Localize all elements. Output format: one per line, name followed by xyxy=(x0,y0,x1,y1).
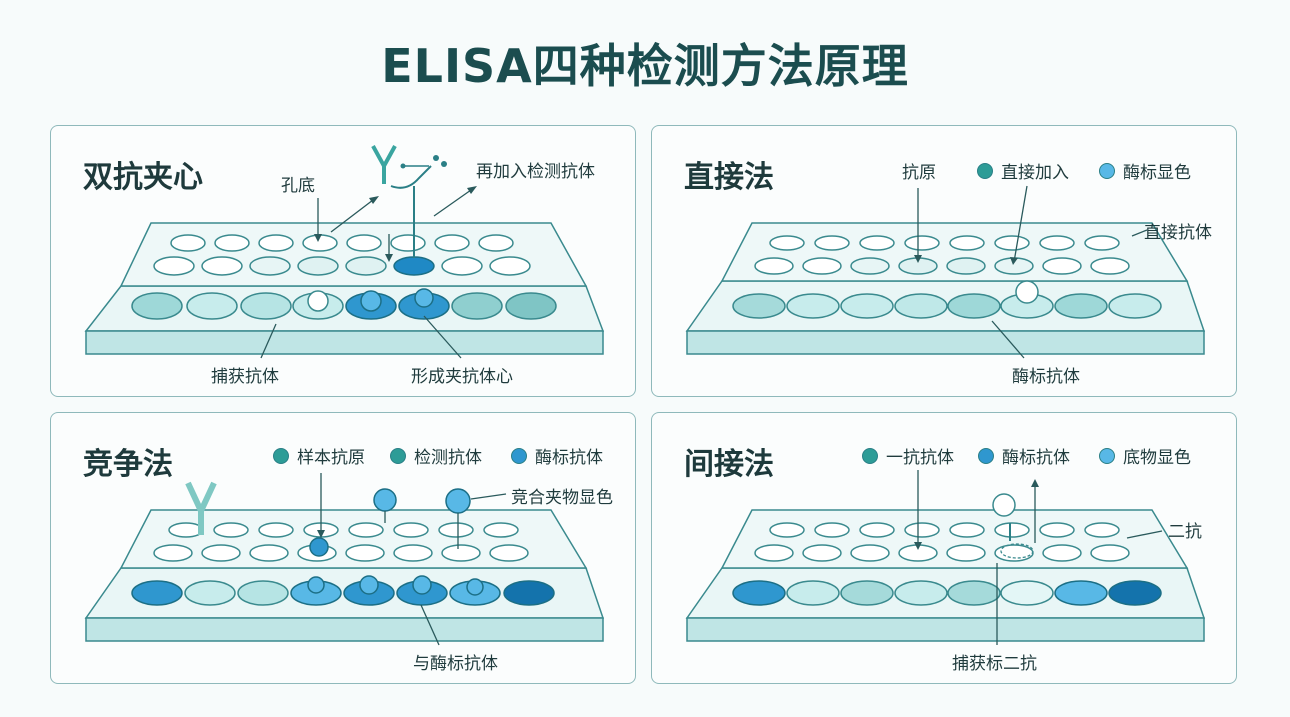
legend-item-enzyme-antibody: 酶标抗体 xyxy=(978,443,1070,468)
well-row-2 xyxy=(153,537,529,562)
sandwich-diagram xyxy=(84,145,605,359)
arrows xyxy=(914,185,1148,359)
well-row-1 xyxy=(170,234,514,252)
indirect-diagram xyxy=(685,470,1206,645)
well-row-front xyxy=(131,288,557,320)
panel-title-direct: 直接法 xyxy=(684,160,774,195)
panel-title-competitive: 竞争法 xyxy=(83,447,173,482)
teal-dot-icon xyxy=(977,163,993,179)
panel-title-indirect: 间接法 xyxy=(684,447,774,482)
label-enzyme: 与酶标抗体 xyxy=(413,654,498,674)
teal-dot-icon xyxy=(273,448,289,464)
legend-item-detection-antibody: 检测抗体 xyxy=(390,443,482,468)
legend-item-direct-add: 直接加入 xyxy=(977,158,1069,183)
panel-title-sandwich: 双抗夹心 xyxy=(83,160,203,195)
label-secondary: 二抗 xyxy=(1168,522,1202,542)
competitive-diagram xyxy=(84,473,605,646)
blue-dot-icon xyxy=(511,448,527,464)
label-add-detection: 再加入检测抗体 xyxy=(476,162,595,182)
well-row-1 xyxy=(769,235,1120,251)
antibody-y-icon xyxy=(185,481,217,535)
label-forms: 形成夹抗体心 xyxy=(411,367,513,387)
label-capture: 捕获抗体 xyxy=(211,367,279,387)
legend-label: 酶标抗体 xyxy=(535,448,603,468)
legend-item-enzyme-antibody: 酶标抗体 xyxy=(511,443,603,468)
panel-indirect: 间接法 xyxy=(651,412,1237,684)
light-blue-dot-icon xyxy=(1099,163,1115,179)
panel-competitive: 竞争法 xyxy=(50,412,636,684)
label-complex: 竞合夹物显色 xyxy=(511,488,613,508)
legend-label: 酶标显色 xyxy=(1123,163,1191,183)
teal-dot-icon xyxy=(862,448,878,464)
plate xyxy=(685,222,1206,355)
plate xyxy=(84,509,605,642)
arrows xyxy=(317,473,440,646)
plate xyxy=(84,222,605,355)
legend-label: 检测抗体 xyxy=(414,448,482,468)
well-row-2 xyxy=(153,256,531,276)
arrows xyxy=(260,186,477,359)
floating-spheres xyxy=(373,488,507,549)
legend-item-sample-antigen: 样本抗原 xyxy=(273,443,365,468)
legend-label: 样本抗原 xyxy=(297,448,365,468)
blue-dot-icon xyxy=(978,448,994,464)
light-blue-dot-icon xyxy=(1099,448,1115,464)
label-direct-antibody: 直接抗体 xyxy=(1144,223,1212,243)
panel-direct: 直接法 xyxy=(651,125,1237,397)
legend-label: 酶标抗体 xyxy=(1002,448,1070,468)
legend-label: 一抗抗体 xyxy=(886,448,954,468)
well-row-front xyxy=(732,280,1162,319)
panel-sandwich: 双抗夹心 xyxy=(50,125,636,397)
floating-spheres xyxy=(992,493,1034,559)
well-row-1 xyxy=(769,522,1120,538)
teal-dot-icon xyxy=(390,448,406,464)
well-row-front xyxy=(131,575,555,606)
page-title: ELISA四种检测方法原理 xyxy=(381,39,909,93)
legend-item-substrate: 底物显色 xyxy=(1099,443,1191,468)
label-capture-secondary: 捕获标二抗 xyxy=(952,654,1037,674)
well-row-1 xyxy=(168,522,519,538)
legend-label: 底物显色 xyxy=(1123,448,1191,468)
legend-item-primary: 一抗抗体 xyxy=(862,443,954,468)
legend-label: 直接加入 xyxy=(1001,163,1069,183)
well-row-2 xyxy=(754,257,1130,275)
well-row-front xyxy=(732,580,1162,606)
arrows xyxy=(914,470,1163,645)
plate xyxy=(685,509,1206,642)
label-antigen: 抗原 xyxy=(902,163,936,183)
legend-item-enzyme-color: 酶标显色 xyxy=(1099,158,1191,183)
direct-diagram xyxy=(685,185,1206,359)
label-enzyme-antibody: 酶标抗体 xyxy=(1012,367,1080,387)
antibody-y-icon xyxy=(371,145,447,258)
label-well-bottom: 孔底 xyxy=(281,176,315,196)
well-row-2 xyxy=(754,544,1130,562)
